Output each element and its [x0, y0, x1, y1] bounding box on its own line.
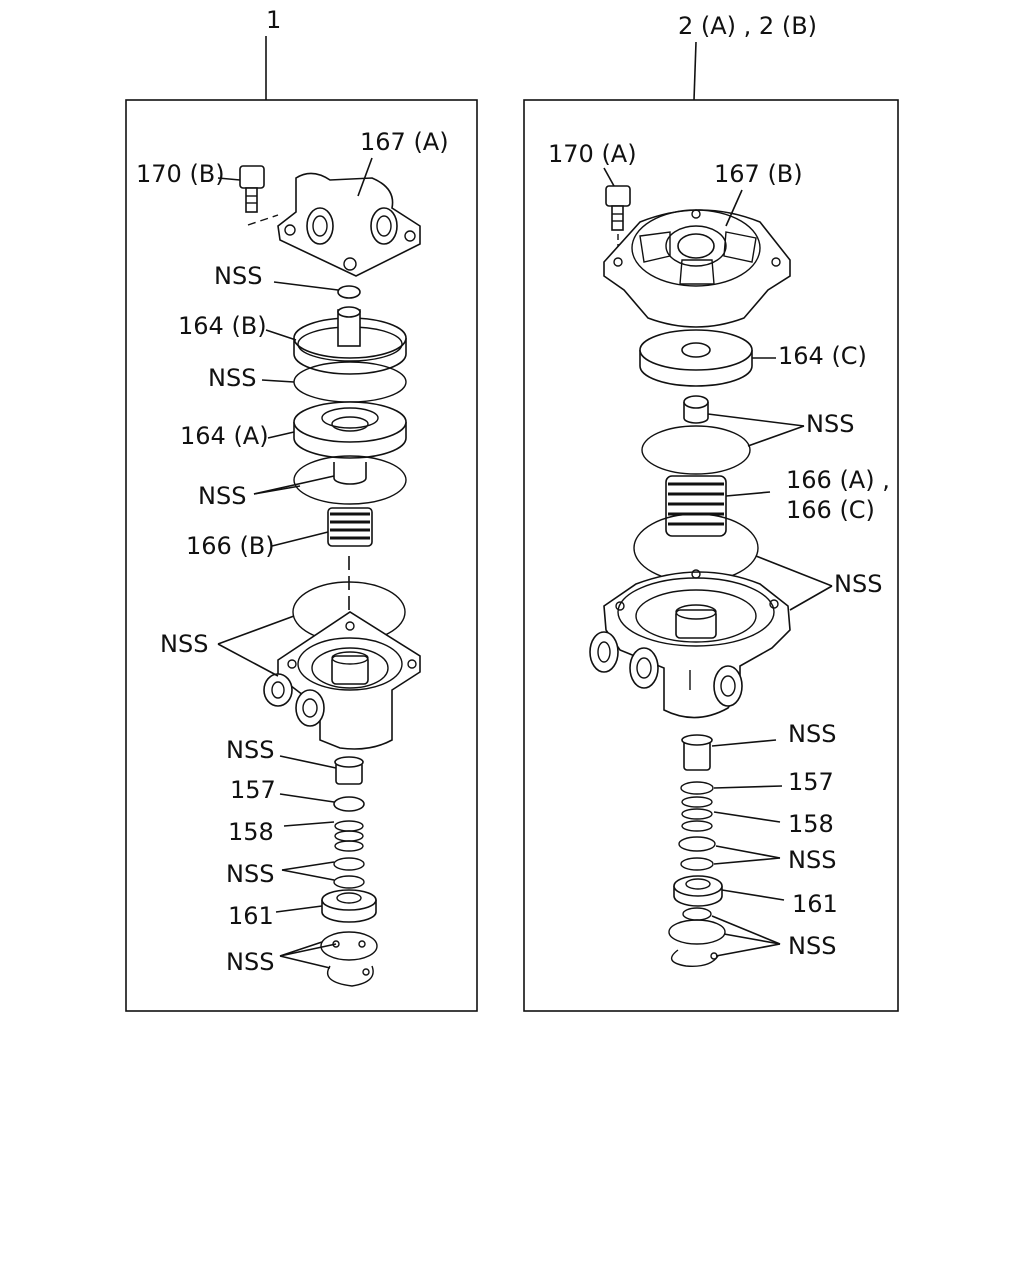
cover-167a [277, 172, 421, 277]
piston-164b [293, 306, 407, 375]
label-spring-166a: 166 (A) , [786, 466, 890, 494]
label-piston-164a: 164 (A) [180, 422, 269, 450]
assembly-2-frame [523, 99, 899, 1012]
rings-nss-2 [678, 836, 716, 871]
assembly-2-ref-leader [693, 41, 697, 101]
label-nss-body-1: NSS [160, 630, 208, 658]
label-nss-rings-2: NSS [788, 846, 836, 874]
valve-body-2 [589, 569, 791, 719]
label-nss-diaphragm-1: NSS [198, 482, 246, 510]
label-spring-166c: 166 (C) [786, 496, 875, 524]
assembly-2-group: 2 (A) , 2 (B) [523, 12, 899, 1012]
label-piston-164b: 164 (B) [178, 312, 267, 340]
part-158-2 [681, 796, 713, 832]
rings-nss-1 [333, 857, 365, 889]
label-158-1: 158 [228, 818, 274, 846]
label-nss-sleeve-2: NSS [788, 720, 836, 748]
sleeve-nss-2 [681, 734, 713, 771]
diaphragm-nss-2 [641, 425, 751, 475]
label-nss-seal-1: NSS [208, 364, 256, 392]
label-nss-diaphragm-2: NSS [806, 410, 854, 438]
retainer-nss-2 [668, 907, 726, 967]
stem-2 [683, 395, 709, 424]
label-nss-oring-1: NSS [214, 262, 262, 290]
piston-164c [639, 329, 753, 387]
assembly-1-reference: 1 [266, 6, 281, 34]
label-157-1: 157 [230, 776, 276, 804]
label-cover-167a: 167 (A) [360, 128, 449, 156]
assembly-1-frame [125, 99, 478, 1012]
label-spring-166b: 166 (B) [186, 532, 275, 560]
assembly-1-group: 1 [125, 6, 478, 1012]
assembly-2-reference: 2 (A) , 2 (B) [678, 12, 817, 40]
label-bolt-170b: 170 (B) [136, 160, 225, 188]
label-nss-retainer-2: NSS [788, 932, 836, 960]
part-157-1 [333, 796, 365, 812]
bolt-170a [605, 185, 631, 256]
label-nss-retainer-1: NSS [226, 948, 274, 976]
cover-167b [603, 209, 791, 328]
oring-1 [337, 285, 361, 299]
label-nss-rings-1: NSS [226, 860, 274, 888]
bolt-170b [239, 165, 279, 226]
label-161-2: 161 [792, 890, 838, 918]
retainer-nss-1 [320, 931, 378, 987]
label-nss-sleeve-1: NSS [226, 736, 274, 764]
label-piston-164c: 164 (C) [778, 342, 867, 370]
spring-166a-166c [665, 475, 727, 537]
label-cover-167b: 167 (B) [714, 160, 803, 188]
label-nss-body-2: NSS [834, 570, 882, 598]
part-158-1 [334, 820, 364, 852]
label-161-1: 161 [228, 902, 274, 930]
valve-body-1 [263, 611, 421, 750]
sleeve-nss-1 [334, 756, 364, 785]
diaphragm-nss-1 [293, 455, 407, 505]
piston-164a [293, 401, 407, 459]
part-157-2 [680, 781, 714, 795]
label-bolt-170a: 170 (A) [548, 140, 637, 168]
part-161-2 [673, 875, 723, 907]
label-157-2: 157 [788, 768, 834, 796]
label-158-2: 158 [788, 810, 834, 838]
part-161-1 [321, 889, 377, 923]
spring-166b [327, 507, 373, 547]
